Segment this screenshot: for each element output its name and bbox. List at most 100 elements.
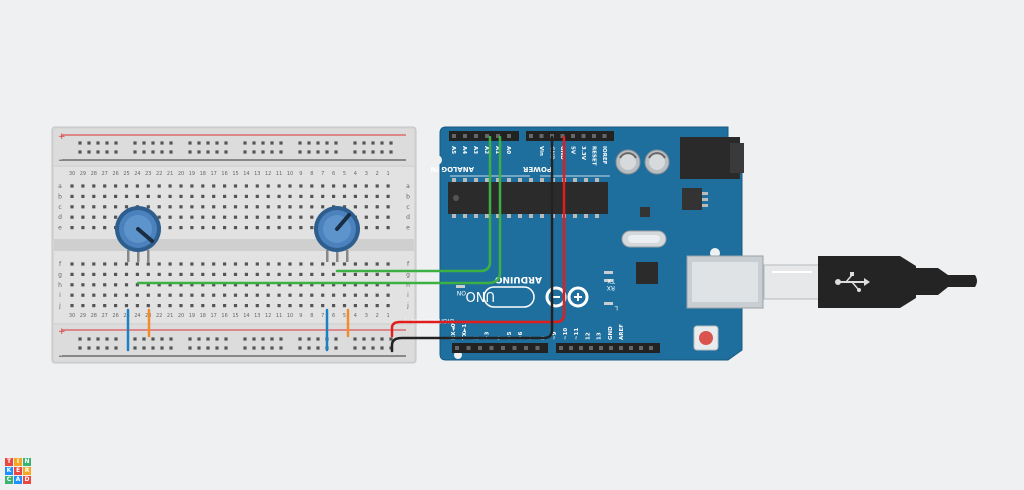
breadboard-hole[interactable] — [92, 226, 96, 230]
breadboard-hole[interactable] — [124, 304, 129, 308]
rail-hole[interactable] — [298, 346, 302, 350]
breadboard-hole[interactable] — [223, 194, 227, 198]
breadboard-hole[interactable] — [135, 194, 139, 198]
breadboard-hole[interactable] — [92, 283, 96, 287]
breadboard-hole[interactable] — [146, 184, 150, 188]
breadboard-hole[interactable] — [332, 283, 336, 287]
rail-holes-bottom-plus[interactable] — [78, 337, 393, 341]
breadboard-hole[interactable] — [223, 184, 227, 188]
breadboard-hole[interactable] — [321, 184, 325, 188]
rail-hole[interactable] — [105, 346, 109, 350]
breadboard-hole[interactable] — [124, 184, 129, 188]
rail-hole[interactable] — [224, 346, 228, 350]
breadboard-hole[interactable] — [114, 194, 118, 198]
breadboard-hole[interactable] — [375, 184, 379, 188]
breadboard-hole[interactable] — [190, 293, 194, 297]
rail-hole[interactable] — [316, 337, 320, 341]
breadboard-hole[interactable] — [266, 272, 270, 276]
rail-hole[interactable] — [197, 150, 201, 154]
breadboard-hole[interactable] — [124, 205, 129, 209]
rail-hole[interactable] — [261, 141, 265, 145]
rail-hole[interactable] — [270, 346, 274, 350]
rail-hole[interactable] — [160, 346, 164, 350]
rail-hole[interactable] — [362, 141, 366, 145]
breadboard-hole[interactable] — [266, 215, 270, 219]
rail-hole[interactable] — [316, 141, 320, 145]
breadboard-hole[interactable] — [386, 226, 390, 230]
breadboard-hole[interactable] — [244, 262, 248, 266]
breadboard-hole[interactable] — [364, 262, 368, 266]
rail-hole[interactable] — [78, 141, 82, 145]
breadboard-hole[interactable] — [233, 304, 238, 308]
rail-hole[interactable] — [87, 346, 91, 350]
breadboard-hole[interactable] — [233, 184, 238, 188]
breadboard-hole[interactable] — [277, 262, 281, 266]
breadboard-hole[interactable] — [212, 293, 216, 297]
breadboard-hole[interactable] — [179, 283, 183, 287]
rail-hole[interactable] — [270, 141, 274, 145]
breadboard-hole[interactable] — [212, 283, 216, 287]
breadboard-hole[interactable] — [81, 226, 85, 230]
header-pin[interactable] — [452, 134, 456, 138]
breadboard-hole[interactable] — [277, 205, 281, 209]
breadboard-hole[interactable] — [233, 215, 238, 219]
breadboard-hole[interactable] — [114, 205, 118, 209]
rail-hole[interactable] — [151, 337, 155, 341]
breadboard-hole[interactable] — [114, 262, 118, 266]
breadboard-hole[interactable] — [168, 283, 172, 287]
rail-hole[interactable] — [261, 346, 265, 350]
breadboard-hole[interactable] — [81, 304, 85, 308]
rail-hole[interactable] — [215, 346, 219, 350]
header-pin[interactable] — [489, 346, 494, 350]
breadboard-hole[interactable] — [81, 262, 85, 266]
breadboard-hole[interactable] — [233, 226, 238, 230]
breadboard-hole[interactable] — [277, 272, 281, 276]
rail-hole[interactable] — [279, 150, 283, 154]
breadboard-hole[interactable] — [157, 304, 161, 308]
rail-hole[interactable] — [298, 150, 302, 154]
breadboard-hole[interactable] — [135, 304, 139, 308]
breadboard-hole[interactable] — [375, 262, 379, 266]
breadboard-hole[interactable] — [70, 304, 74, 308]
rail-hole[interactable] — [96, 337, 100, 341]
breadboard-hole[interactable] — [310, 283, 314, 287]
header-pin[interactable] — [463, 134, 467, 138]
breadboard-hole[interactable] — [190, 194, 194, 198]
rail-hole[interactable] — [197, 141, 201, 145]
breadboard-hole[interactable] — [135, 262, 139, 266]
breadboard-hole[interactable] — [255, 262, 259, 266]
breadboard-hole[interactable] — [212, 226, 216, 230]
breadboard-hole[interactable] — [92, 184, 96, 188]
rail-hole[interactable] — [169, 337, 173, 341]
breadboard-hole[interactable] — [310, 205, 314, 209]
rail-hole[interactable] — [160, 337, 164, 341]
breadboard-hole[interactable] — [92, 205, 96, 209]
breadboard-hole[interactable] — [114, 293, 118, 297]
breadboard-hole[interactable] — [124, 283, 129, 287]
reset-button[interactable] — [693, 325, 719, 351]
breadboard-hole[interactable] — [255, 205, 259, 209]
breadboard-hole[interactable] — [310, 304, 314, 308]
breadboard-hole[interactable] — [124, 272, 129, 276]
rail-hole[interactable] — [243, 337, 247, 341]
wires[interactable] — [126, 135, 566, 353]
breadboard-hole[interactable] — [179, 205, 183, 209]
breadboard-hole[interactable] — [310, 272, 314, 276]
breadboard-hole[interactable] — [146, 194, 150, 198]
breadboard-hole[interactable] — [277, 293, 281, 297]
breadboard-hole[interactable] — [223, 272, 227, 276]
breadboard-hole[interactable] — [124, 293, 129, 297]
breadboard-hole[interactable] — [114, 283, 118, 287]
breadboard-hole[interactable] — [146, 205, 150, 209]
rail-hole[interactable] — [371, 337, 375, 341]
breadboard-hole[interactable] — [233, 293, 238, 297]
rail-hole[interactable] — [87, 150, 91, 154]
rail-hole[interactable] — [114, 346, 118, 350]
rail-hole[interactable] — [334, 150, 338, 154]
rail-hole[interactable] — [215, 150, 219, 154]
breadboard-hole[interactable] — [364, 304, 368, 308]
breadboard-hole[interactable] — [70, 205, 74, 209]
breadboard-hole[interactable] — [386, 272, 390, 276]
header-pin[interactable] — [629, 346, 633, 350]
rail-hole[interactable] — [252, 337, 256, 341]
